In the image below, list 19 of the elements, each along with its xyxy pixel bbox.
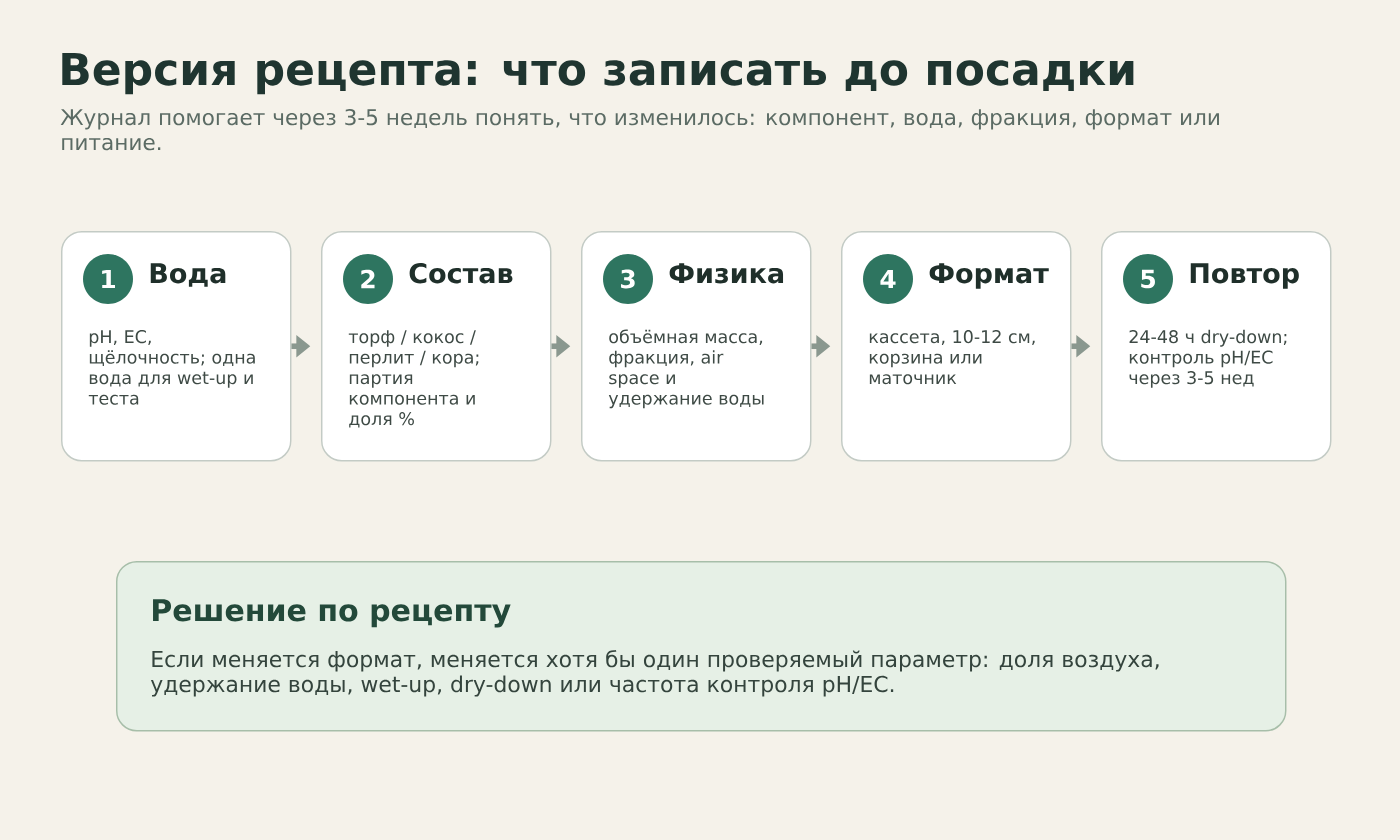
card-heading: Физика	[669, 263, 784, 284]
card-heading: Формат	[929, 263, 1049, 289]
card-text: 24-48 ч dry-down; контроль pH/EC через 3-5 нед	[1129, 329, 1287, 388]
card-heading: Вода	[150, 263, 226, 287]
panel-text: Если меняется формат, меняется хотя бы один проверяемый параметр: доля воздуха, удержание воды, wet-up, dry-down или частота контроля pH/EC.	[150, 650, 1159, 697]
panel-heading: Решение по рецепту	[153, 599, 511, 628]
step-number: 1	[83, 254, 133, 304]
step-number: 4	[863, 254, 913, 304]
card-heading: Повтор	[1190, 263, 1299, 289]
title: Версия рецепта: что записать до посадки	[62, 52, 1134, 95]
step-number: 5	[1123, 254, 1173, 304]
subtitle: Журнал помогает через 3-5 недель понять, что изменилось: компонент, вода, фракция, формат или питание.	[60, 108, 1219, 151]
step-number: 3	[603, 254, 653, 304]
card-text: торф / кокос / перлит / кора; партия компонента и доля %	[348, 330, 479, 428]
card-text: pH, EC, щёлочность; одна вода для wet-up и теста	[88, 330, 255, 405]
card-text: кассета, 10-12 см, корзина или маточник	[869, 330, 1035, 385]
card-heading: Состав	[409, 262, 513, 284]
step-number: 2	[343, 254, 393, 304]
card-text: объёмная масса, фракция, air space и удержание воды	[608, 329, 764, 409]
